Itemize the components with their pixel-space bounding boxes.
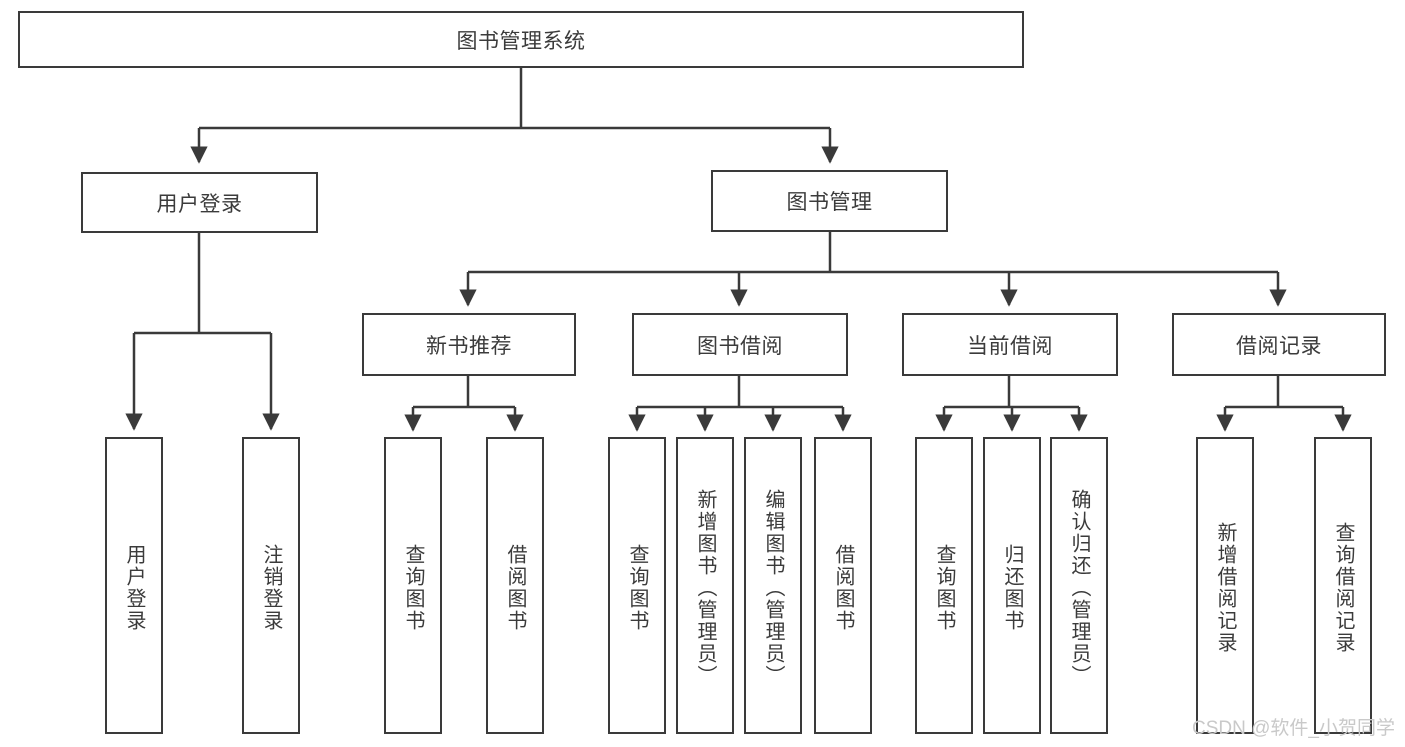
node-book-management[interactable]: 图书管理 [711, 170, 948, 232]
leaf-return-book-label: 归还图书 [1001, 543, 1023, 632]
node-new-book-recommend-label: 新书推荐 [426, 334, 512, 358]
leaf-return-book[interactable]: 归还图书 [983, 437, 1041, 734]
leaf-query-book-borrow[interactable]: 查询图书 [608, 437, 666, 734]
leaf-confirm-return-admin-label: 确认归还（管理员） [1068, 488, 1090, 687]
node-borrow-record-label: 借阅记录 [1236, 334, 1322, 358]
leaf-borrow-book[interactable]: 借阅图书 [814, 437, 872, 734]
leaf-query-book-borrow-label: 查询图书 [626, 543, 648, 632]
leaf-edit-book-admin-label: 编辑图书（管理员） [762, 488, 784, 687]
leaf-add-borrow-record-label: 新增借阅记录 [1214, 521, 1236, 654]
leaf-confirm-return-admin[interactable]: 确认归还（管理员） [1050, 437, 1108, 734]
leaf-add-book-admin-label: 新增图书（管理员） [694, 488, 716, 687]
leaf-query-borrow-record-label: 查询借阅记录 [1332, 521, 1354, 654]
node-book-management-label: 图书管理 [786, 191, 873, 214]
leaf-borrow-book-label: 借阅图书 [832, 543, 854, 632]
leaf-edit-book-admin[interactable]: 编辑图书（管理员） [744, 437, 802, 734]
leaf-query-book-recommend-label: 查询图书 [402, 543, 424, 632]
leaf-user-login[interactable]: 用户登录 [105, 437, 163, 734]
leaf-add-borrow-record[interactable]: 新增借阅记录 [1196, 437, 1254, 734]
leaf-query-book-recommend[interactable]: 查询图书 [384, 437, 442, 734]
node-book-borrow-label: 图书借阅 [697, 334, 783, 358]
leaf-query-book-current[interactable]: 查询图书 [915, 437, 973, 734]
leaf-borrow-book-recommend[interactable]: 借阅图书 [486, 437, 544, 734]
node-user-login[interactable]: 用户登录 [81, 172, 318, 233]
leaf-logout-label: 注销登录 [260, 543, 282, 632]
leaf-query-borrow-record[interactable]: 查询借阅记录 [1314, 437, 1372, 734]
node-root[interactable]: 图书管理系统 [18, 11, 1024, 68]
watermark-text: CSDN @软件_小贺同学 [1192, 718, 1395, 739]
node-user-login-label: 用户登录 [156, 192, 243, 216]
node-book-borrow[interactable]: 图书借阅 [632, 313, 848, 376]
node-current-borrow[interactable]: 当前借阅 [902, 313, 1118, 376]
leaf-add-book-admin[interactable]: 新增图书（管理员） [676, 437, 734, 734]
node-borrow-record[interactable]: 借阅记录 [1172, 313, 1386, 376]
leaf-user-login-label: 用户登录 [123, 543, 145, 632]
node-current-borrow-label: 当前借阅 [967, 334, 1053, 358]
node-new-book-recommend[interactable]: 新书推荐 [362, 313, 576, 376]
leaf-borrow-book-recommend-label: 借阅图书 [504, 543, 526, 632]
leaf-query-book-current-label: 查询图书 [933, 543, 955, 632]
node-root-label: 图书管理系统 [456, 29, 586, 53]
leaf-logout[interactable]: 注销登录 [242, 437, 300, 734]
